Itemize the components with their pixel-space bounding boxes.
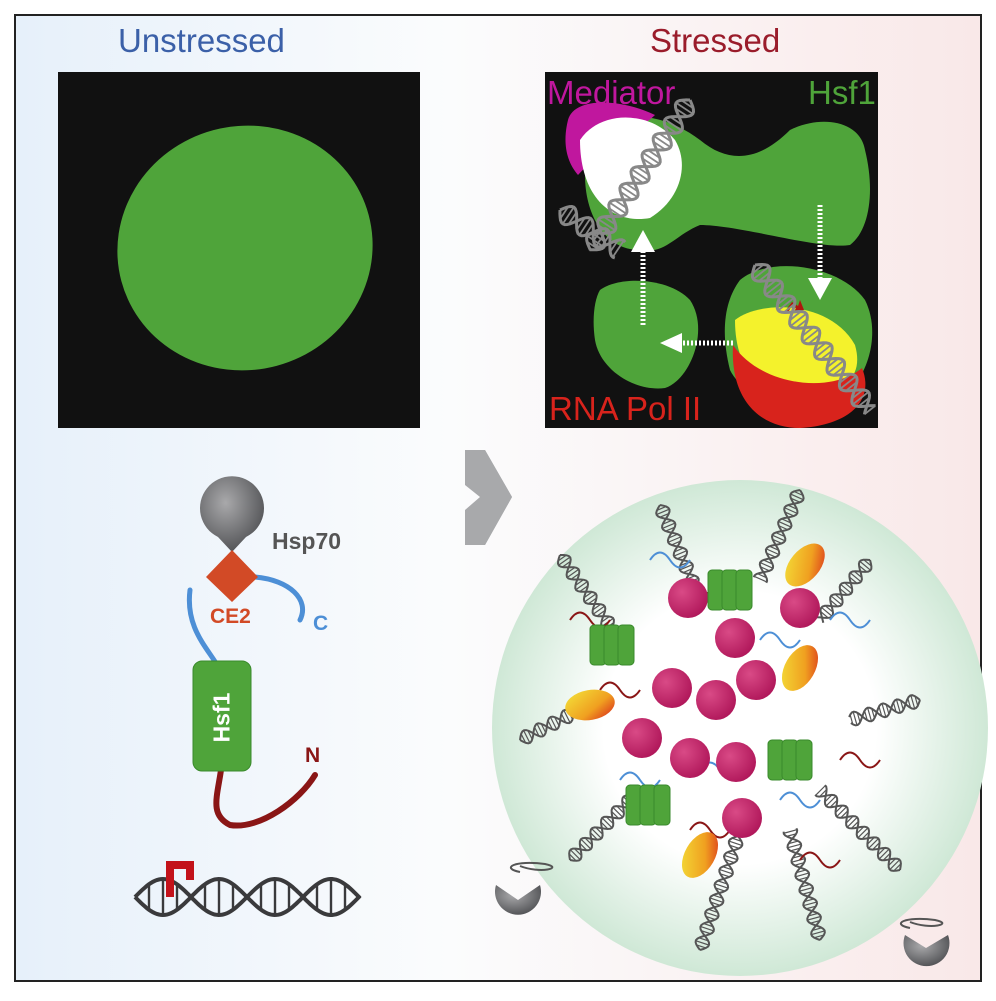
- condensate-dna: [752, 489, 805, 584]
- hsf1-condensate: [492, 480, 988, 976]
- unfolded-protein-right: [899, 917, 944, 929]
- hsf1-tail: [799, 851, 841, 869]
- hsp70-label: Hsp70: [272, 528, 342, 554]
- dna-helix: [558, 204, 627, 260]
- c-terminal-tail: [252, 574, 306, 623]
- hsf1-dna-binding-domain: [192, 660, 252, 772]
- hsf1-tail: [839, 751, 881, 769]
- transition-arrow-body: [465, 450, 512, 545]
- hsf1-condensate-left: [593, 280, 699, 389]
- condensate-dna: [782, 827, 826, 941]
- diffuse-hsf1-nucleus: [117, 125, 373, 371]
- hsf1-trimer: [707, 569, 753, 611]
- hsf1-tail: [649, 551, 691, 569]
- mediator-sphere: [715, 618, 755, 658]
- mediator-sphere: [670, 738, 710, 778]
- mediator-sphere: [780, 588, 820, 628]
- hsf1-trimer: [589, 624, 635, 666]
- mediator-sphere: [716, 742, 756, 782]
- ce2-label: CE2: [210, 605, 251, 628]
- hsf1-tail: [599, 681, 641, 699]
- mediator-sphere: [652, 668, 692, 708]
- cycle-arrows: [640, 205, 823, 346]
- hsf1-label: Hsf1: [808, 74, 876, 111]
- pol-ii-complex: [785, 543, 825, 587]
- promoter-tss-icon: [166, 861, 194, 897]
- hsf1-tail: [779, 791, 821, 809]
- mediator-sphere: [722, 798, 762, 838]
- mediator-sphere: [696, 680, 736, 720]
- mediator-sphere: [668, 578, 708, 618]
- mediator-sphere: [736, 660, 776, 700]
- pol-ii-cluster: [732, 345, 866, 428]
- condensate-dna: [694, 827, 748, 951]
- mediator-sphere: [622, 718, 662, 758]
- hsf1-tail: [829, 611, 871, 629]
- hsf1-trimer: [767, 739, 813, 781]
- condensate-dna: [848, 694, 921, 727]
- n-terminus-label: N: [305, 744, 321, 767]
- hsp70-left: [495, 885, 541, 915]
- rna-pol-ii-label: RNA Pol II: [549, 390, 702, 427]
- condensate-dna: [816, 558, 873, 623]
- condensate-dna: [814, 784, 902, 872]
- pol-ii-complex: [681, 832, 719, 878]
- pol-ii-complex: [565, 689, 615, 721]
- hsf1-trimer: [625, 784, 671, 826]
- mediator-label: Mediator: [547, 74, 676, 111]
- pol-ii-complex: [781, 645, 819, 691]
- hsf1-domain-label: Hsf1: [208, 692, 235, 743]
- hsp70-right: [903, 935, 950, 967]
- dna-helix: [585, 98, 696, 252]
- unfolded-protein-left: [509, 861, 554, 873]
- ce2-domain: [206, 550, 258, 602]
- dna-helix: [750, 262, 876, 415]
- hsp70-chaperone: [200, 476, 264, 552]
- c-terminus-label: C: [313, 612, 329, 635]
- unstressed-title: Unstressed: [118, 22, 285, 59]
- hsf1-tail: [759, 631, 801, 649]
- arrowheads: [631, 230, 832, 353]
- hsf1-tail: [689, 821, 731, 839]
- stressed-title: Stressed: [650, 22, 781, 59]
